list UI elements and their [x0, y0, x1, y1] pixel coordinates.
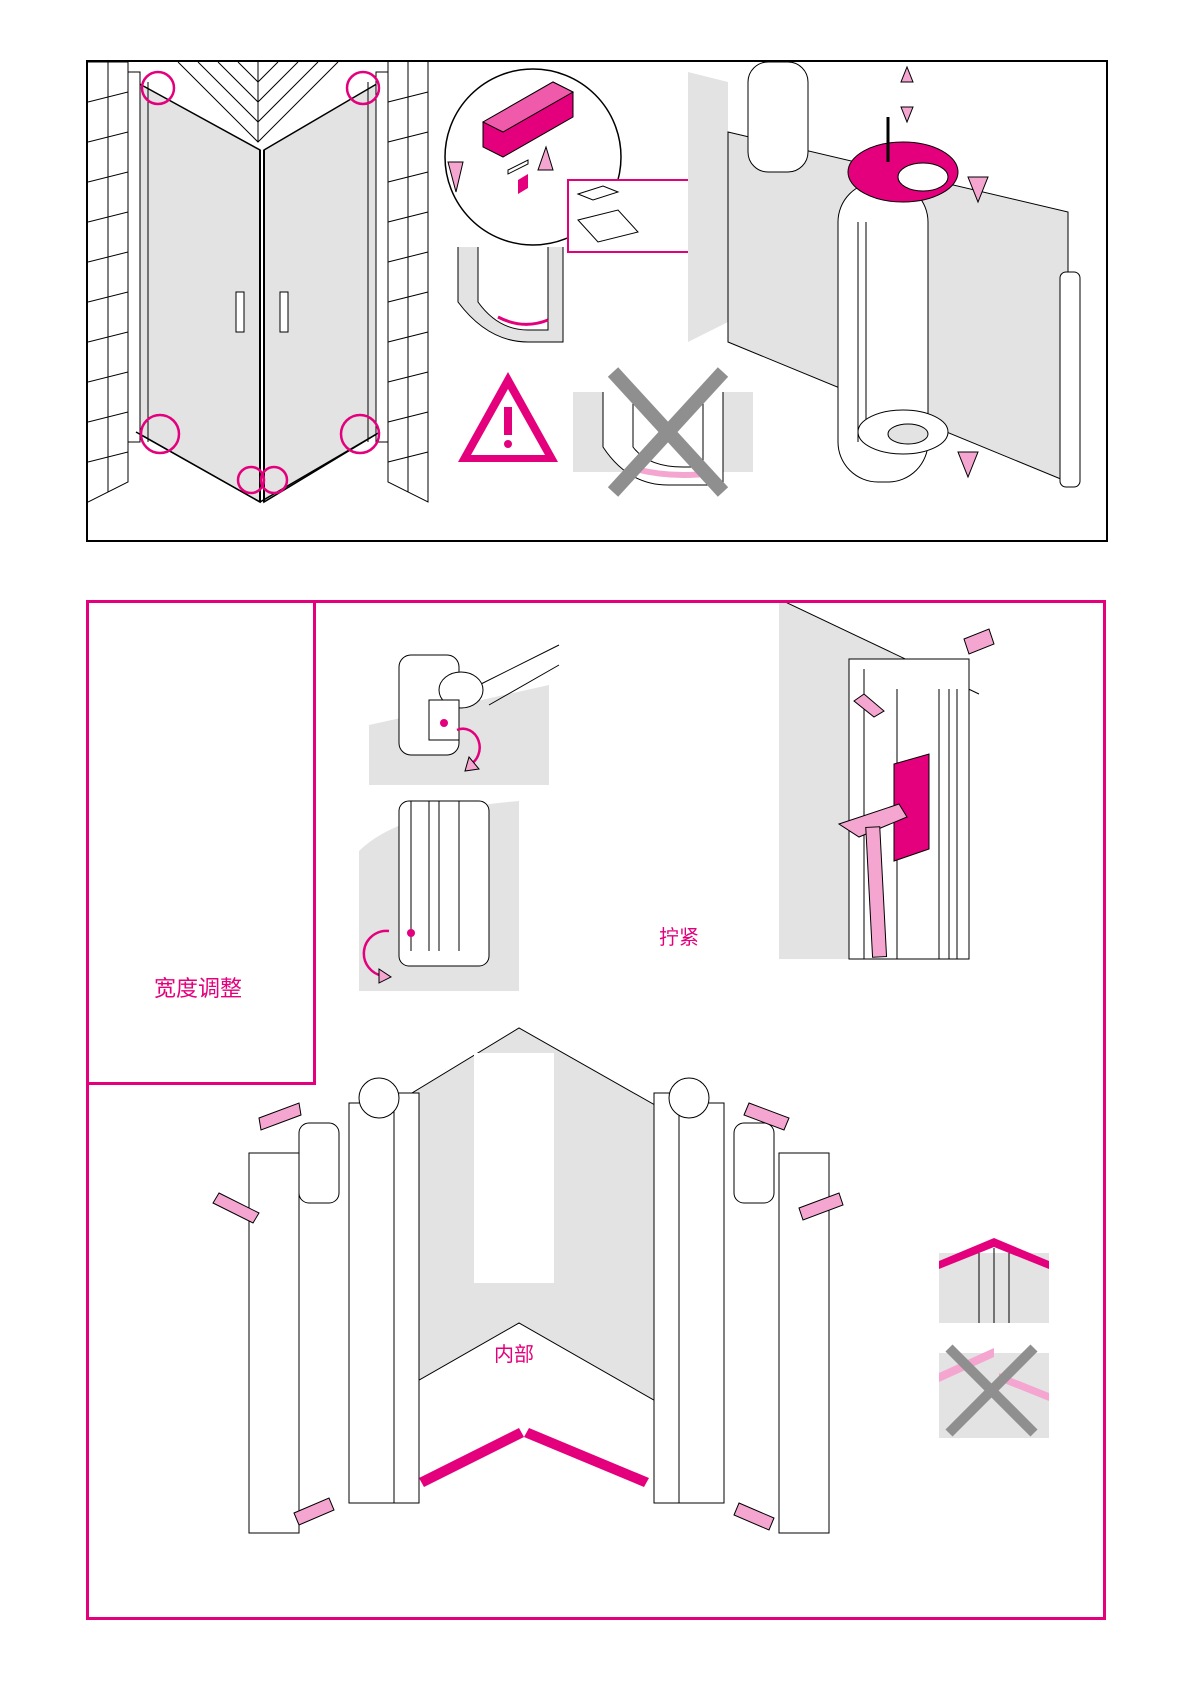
corner-installation-overview: [189, 1023, 909, 1543]
correct-corner-joint: [939, 1233, 1049, 1323]
inside-label: 内部: [494, 1338, 534, 1367]
hinge-screw-detail: [369, 645, 569, 785]
tighten-label: 拧紧: [659, 921, 699, 950]
width-adjustment-box: 宽度调整: [89, 603, 316, 1085]
profile-bottom-rotate-detail: [339, 801, 549, 1001]
shower-enclosure-overview: [88, 62, 448, 542]
top-illustration-panel: [86, 60, 1108, 542]
width-adjustment-title: 宽度调整: [154, 971, 242, 1003]
spacer-block-detail: [428, 62, 698, 362]
bottom-illustration-panel: 宽度调整 拧紧: [86, 600, 1106, 1620]
hammer-tap-detail: [779, 600, 1019, 969]
incorrect-corner-joint: [939, 1343, 1049, 1438]
roller-assembly-detail: [688, 62, 1108, 542]
warning-triangle-icon: [453, 367, 563, 467]
